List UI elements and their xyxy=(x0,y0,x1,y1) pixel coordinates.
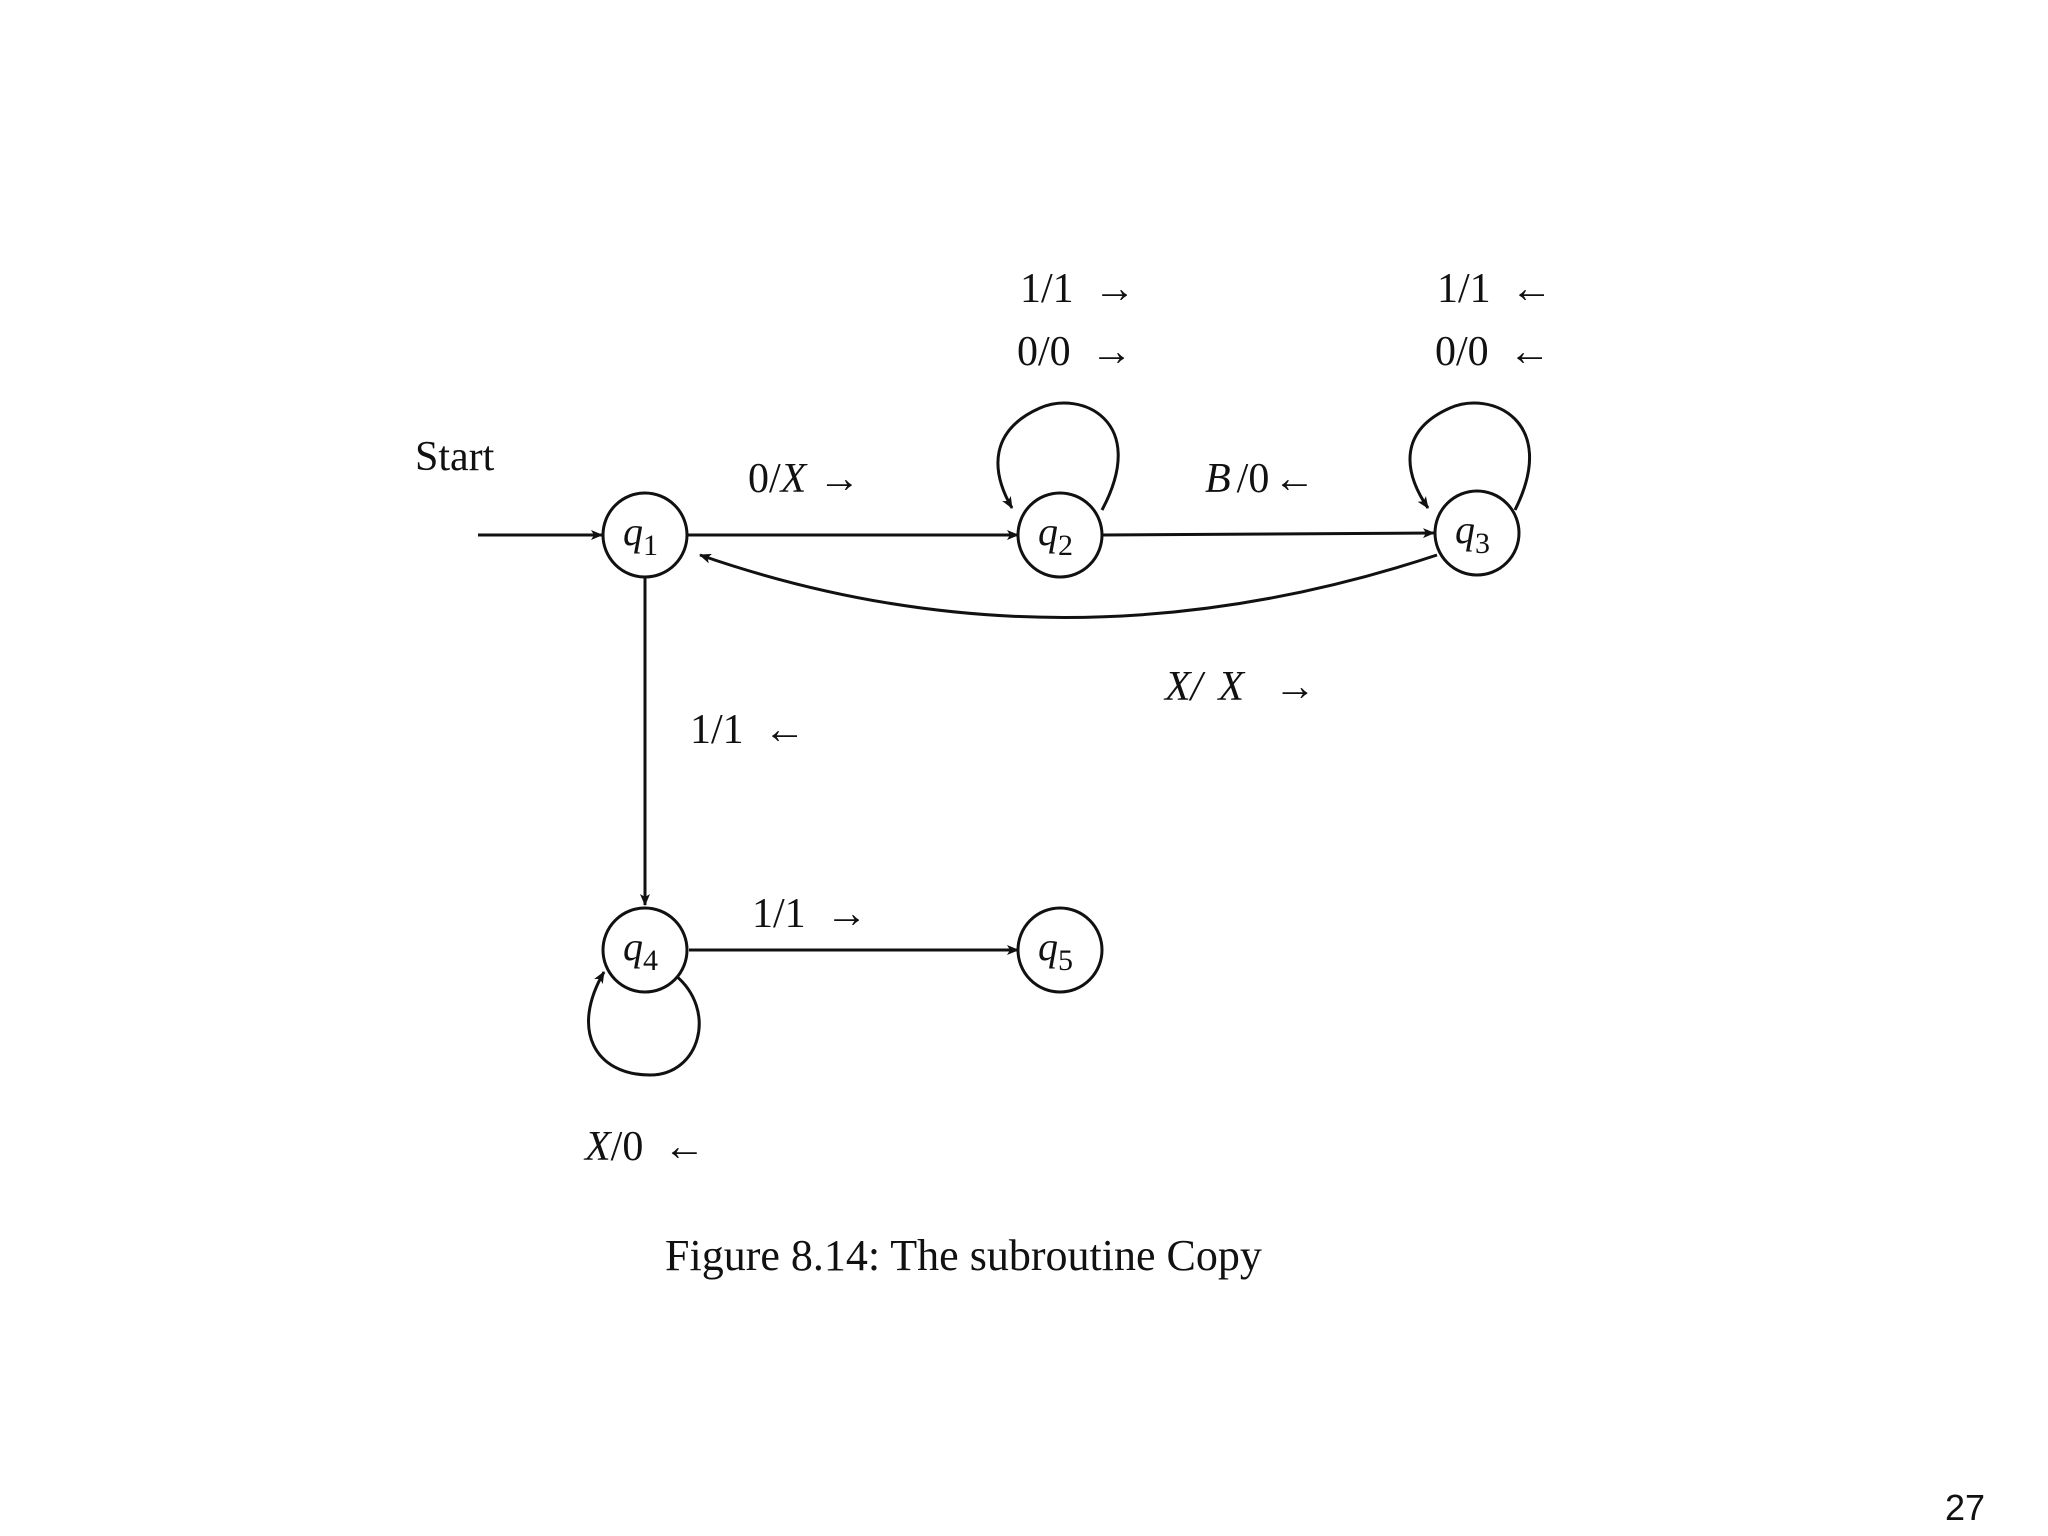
label-q3-loop-2: 0/0← xyxy=(1435,329,1551,375)
state-q4: q4 xyxy=(601,906,689,994)
state-q3: q3 xyxy=(1433,489,1521,577)
label-q4-q5: 1/1→ xyxy=(752,891,868,937)
label-q3-loop-1: 1/1← xyxy=(1437,266,1553,312)
loop-q4 xyxy=(587,971,701,1077)
label-q3-q1: X/X→ xyxy=(1163,664,1316,710)
state-q1: q1 xyxy=(601,491,689,579)
figure-caption: Figure 8.14: The subroutine Copy xyxy=(665,1231,1262,1280)
svg-text:q3: q3 xyxy=(1455,507,1490,560)
state-q2: q2 xyxy=(1016,491,1104,579)
label-q1-q2: 0/X→ xyxy=(748,456,860,502)
svg-text:q4: q4 xyxy=(623,924,658,977)
loop-q2 xyxy=(996,401,1120,511)
label-q4-loop: X/0← xyxy=(583,1124,705,1170)
edge-q2-q3 xyxy=(1101,528,1435,539)
loop-q3 xyxy=(1408,401,1531,511)
start-label: Start xyxy=(415,434,495,480)
svg-text:q1: q1 xyxy=(623,509,658,562)
state-q5: q5 xyxy=(1016,906,1104,994)
svg-text:q2: q2 xyxy=(1038,509,1073,562)
label-q2-q3: B/0← xyxy=(1205,456,1315,502)
edge-q3-q1 xyxy=(699,553,1438,619)
svg-text:q5: q5 xyxy=(1038,924,1073,977)
label-q2-loop-1: 1/1→ xyxy=(1020,266,1136,312)
label-q2-loop-2: 0/0→ xyxy=(1017,329,1133,375)
label-q1-q4: 1/1← xyxy=(690,707,806,753)
page-number: 27 xyxy=(1945,1487,1985,1528)
